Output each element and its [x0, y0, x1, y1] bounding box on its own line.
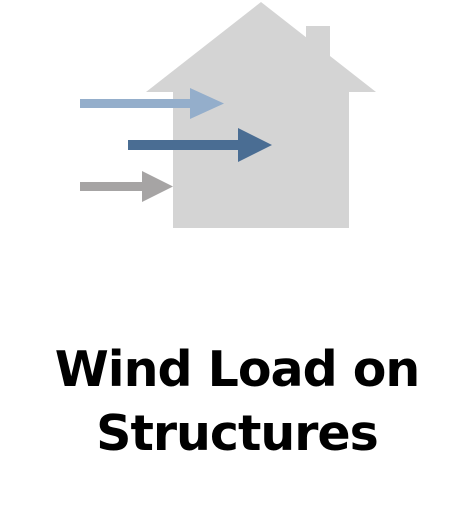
title-line-1: Wind Load on — [54, 341, 421, 398]
arrow-right-icon — [128, 128, 272, 162]
house-roof — [146, 2, 376, 92]
wind-house-illustration — [80, 2, 376, 228]
title-line-2: Structures — [96, 405, 379, 462]
arrow-right-icon — [80, 171, 173, 202]
arrow-right-icon — [80, 88, 224, 119]
page-title: Wind Load on Structures — [0, 338, 474, 466]
house-icon — [146, 2, 376, 228]
